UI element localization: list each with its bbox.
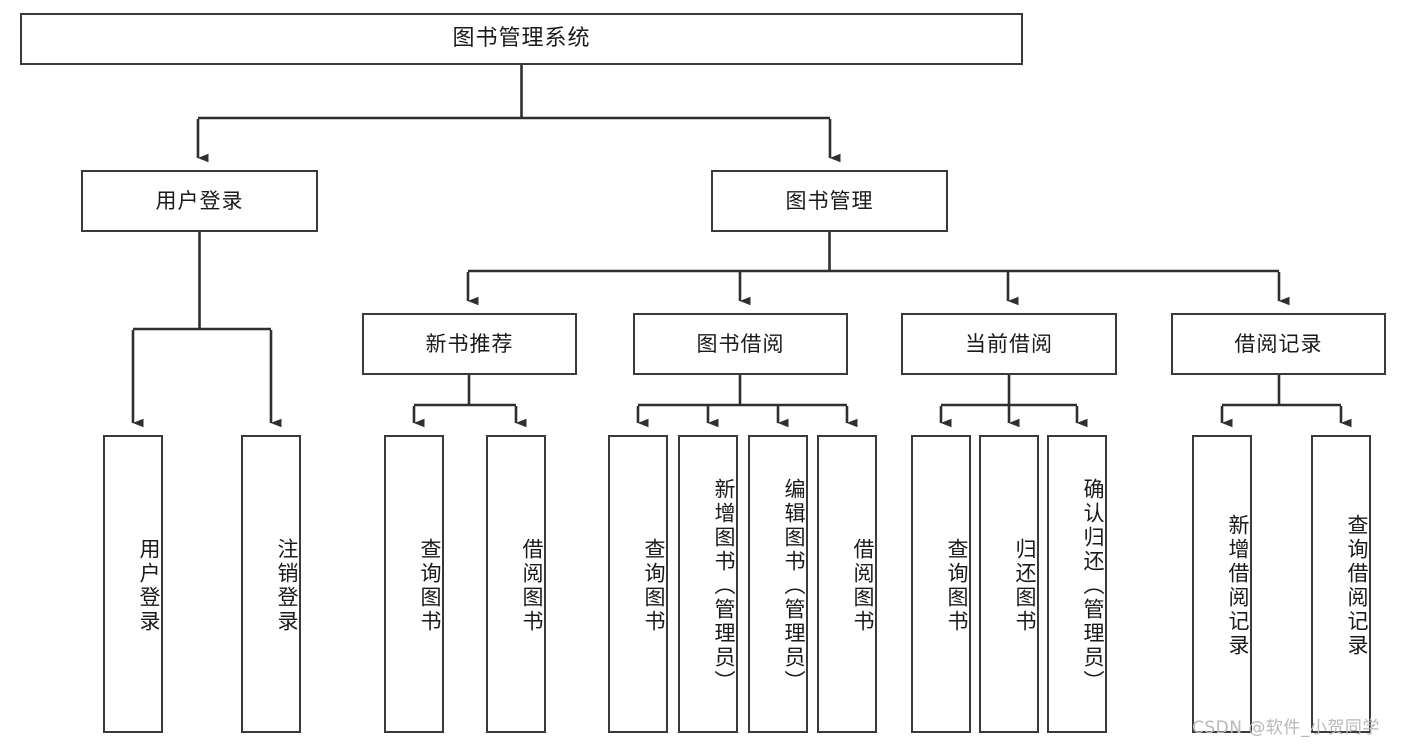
node-leaf-query-book[interactable]: 查询图书	[608, 435, 668, 733]
node-book-management[interactable]: 图书管理	[711, 170, 948, 232]
node-current-borrow[interactable]: 当前借阅	[901, 313, 1117, 375]
node-leaf-label: 借阅图书	[520, 538, 544, 634]
node-leaf-label: 新增图书（管理员）	[712, 478, 736, 694]
node-leaf-return-book[interactable]: 归还图书	[979, 435, 1039, 733]
node-leaf-label: 新增借阅记录	[1226, 514, 1250, 658]
node-leaf-borrow-book[interactable]: 借阅图书	[817, 435, 877, 733]
node-book-management-label: 图书管理	[785, 188, 874, 213]
node-leaf-add-book-admin[interactable]: 新增图书（管理员）	[678, 435, 738, 733]
node-new-book-recommend-label: 新书推荐	[425, 331, 514, 356]
node-leaf-borrow-book-recommend[interactable]: 借阅图书	[486, 435, 546, 733]
node-leaf-label: 查询借阅记录	[1345, 514, 1369, 658]
node-new-book-recommend[interactable]: 新书推荐	[362, 313, 577, 375]
node-leaf-label: 注销登录	[275, 538, 299, 634]
node-leaf-label: 归还图书	[1013, 538, 1037, 634]
node-leaf-confirm-return-admin[interactable]: 确认归还（管理员）	[1047, 435, 1107, 733]
csdn-watermark: CSDN @软件_小贺同学	[1192, 718, 1380, 738]
node-leaf-user-login[interactable]: 用户登录	[103, 435, 163, 733]
node-leaf-label: 确认归还（管理员）	[1081, 478, 1105, 694]
node-leaf-query-book-recommend[interactable]: 查询图书	[384, 435, 444, 733]
node-user-login[interactable]: 用户登录	[81, 170, 318, 232]
node-leaf-edit-book-admin[interactable]: 编辑图书（管理员）	[748, 435, 808, 733]
node-leaf-label: 用户登录	[137, 538, 161, 634]
node-borrow-record-label: 借阅记录	[1234, 331, 1323, 356]
node-leaf-label: 查询图书	[642, 538, 666, 634]
node-leaf-logout[interactable]: 注销登录	[241, 435, 301, 733]
node-book-borrow[interactable]: 图书借阅	[633, 313, 848, 375]
node-book-borrow-label: 图书借阅	[696, 331, 785, 356]
node-leaf-add-borrow-record[interactable]: 新增借阅记录	[1192, 435, 1252, 733]
node-leaf-label: 借阅图书	[851, 538, 875, 634]
node-leaf-label: 编辑图书（管理员）	[782, 478, 806, 694]
node-root-system[interactable]: 图书管理系统	[20, 13, 1023, 65]
node-current-borrow-label: 当前借阅	[965, 331, 1053, 356]
node-leaf-label: 查询图书	[945, 538, 969, 634]
node-root-label: 图书管理系统	[452, 26, 591, 52]
node-user-login-label: 用户登录	[155, 188, 244, 213]
node-leaf-query-book-current[interactable]: 查询图书	[911, 435, 971, 733]
node-leaf-query-borrow-record[interactable]: 查询借阅记录	[1311, 435, 1371, 733]
node-borrow-record[interactable]: 借阅记录	[1171, 313, 1386, 375]
node-leaf-label: 查询图书	[418, 538, 442, 634]
